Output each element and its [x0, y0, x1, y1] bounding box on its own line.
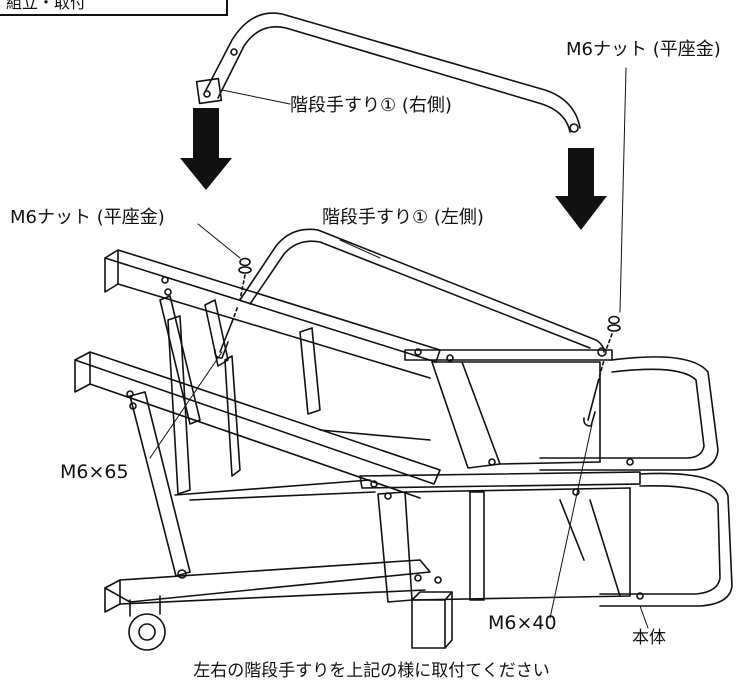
lower-platform-cage — [359, 471, 733, 607]
down-arrow-left — [180, 108, 232, 190]
section-header: 組立・取付 — [0, 0, 228, 16]
upper-platform-cage — [404, 348, 719, 471]
bolt-m6x40-part — [583, 359, 605, 427]
down-arrow-right — [555, 148, 607, 230]
instruction-caption: 左右の階段手すりを上記の様に取付てください — [193, 661, 550, 681]
label-main-body: 本体 — [632, 628, 666, 648]
label-handrail-right: 階段手すり① (右側) — [290, 95, 452, 116]
handrail-right-part — [195, 12, 581, 133]
label-nut-left: M6ナット (平座金) — [10, 207, 165, 228]
nut-left-part — [238, 257, 252, 301]
label-nut-right: M6ナット (平座金) — [566, 39, 721, 60]
label-bolt-m6x65: M6×65 — [60, 461, 129, 483]
handrail-left-part — [239, 228, 607, 357]
main-frame-body — [74, 249, 453, 651]
label-bolt-m6x40: M6×40 — [488, 612, 557, 634]
nut-right-part — [605, 315, 621, 351]
bolt-m6x65-part — [214, 305, 239, 359]
leader-lines — [149, 67, 649, 629]
label-handrail-left: 階段手すり① (左側) — [322, 207, 484, 228]
